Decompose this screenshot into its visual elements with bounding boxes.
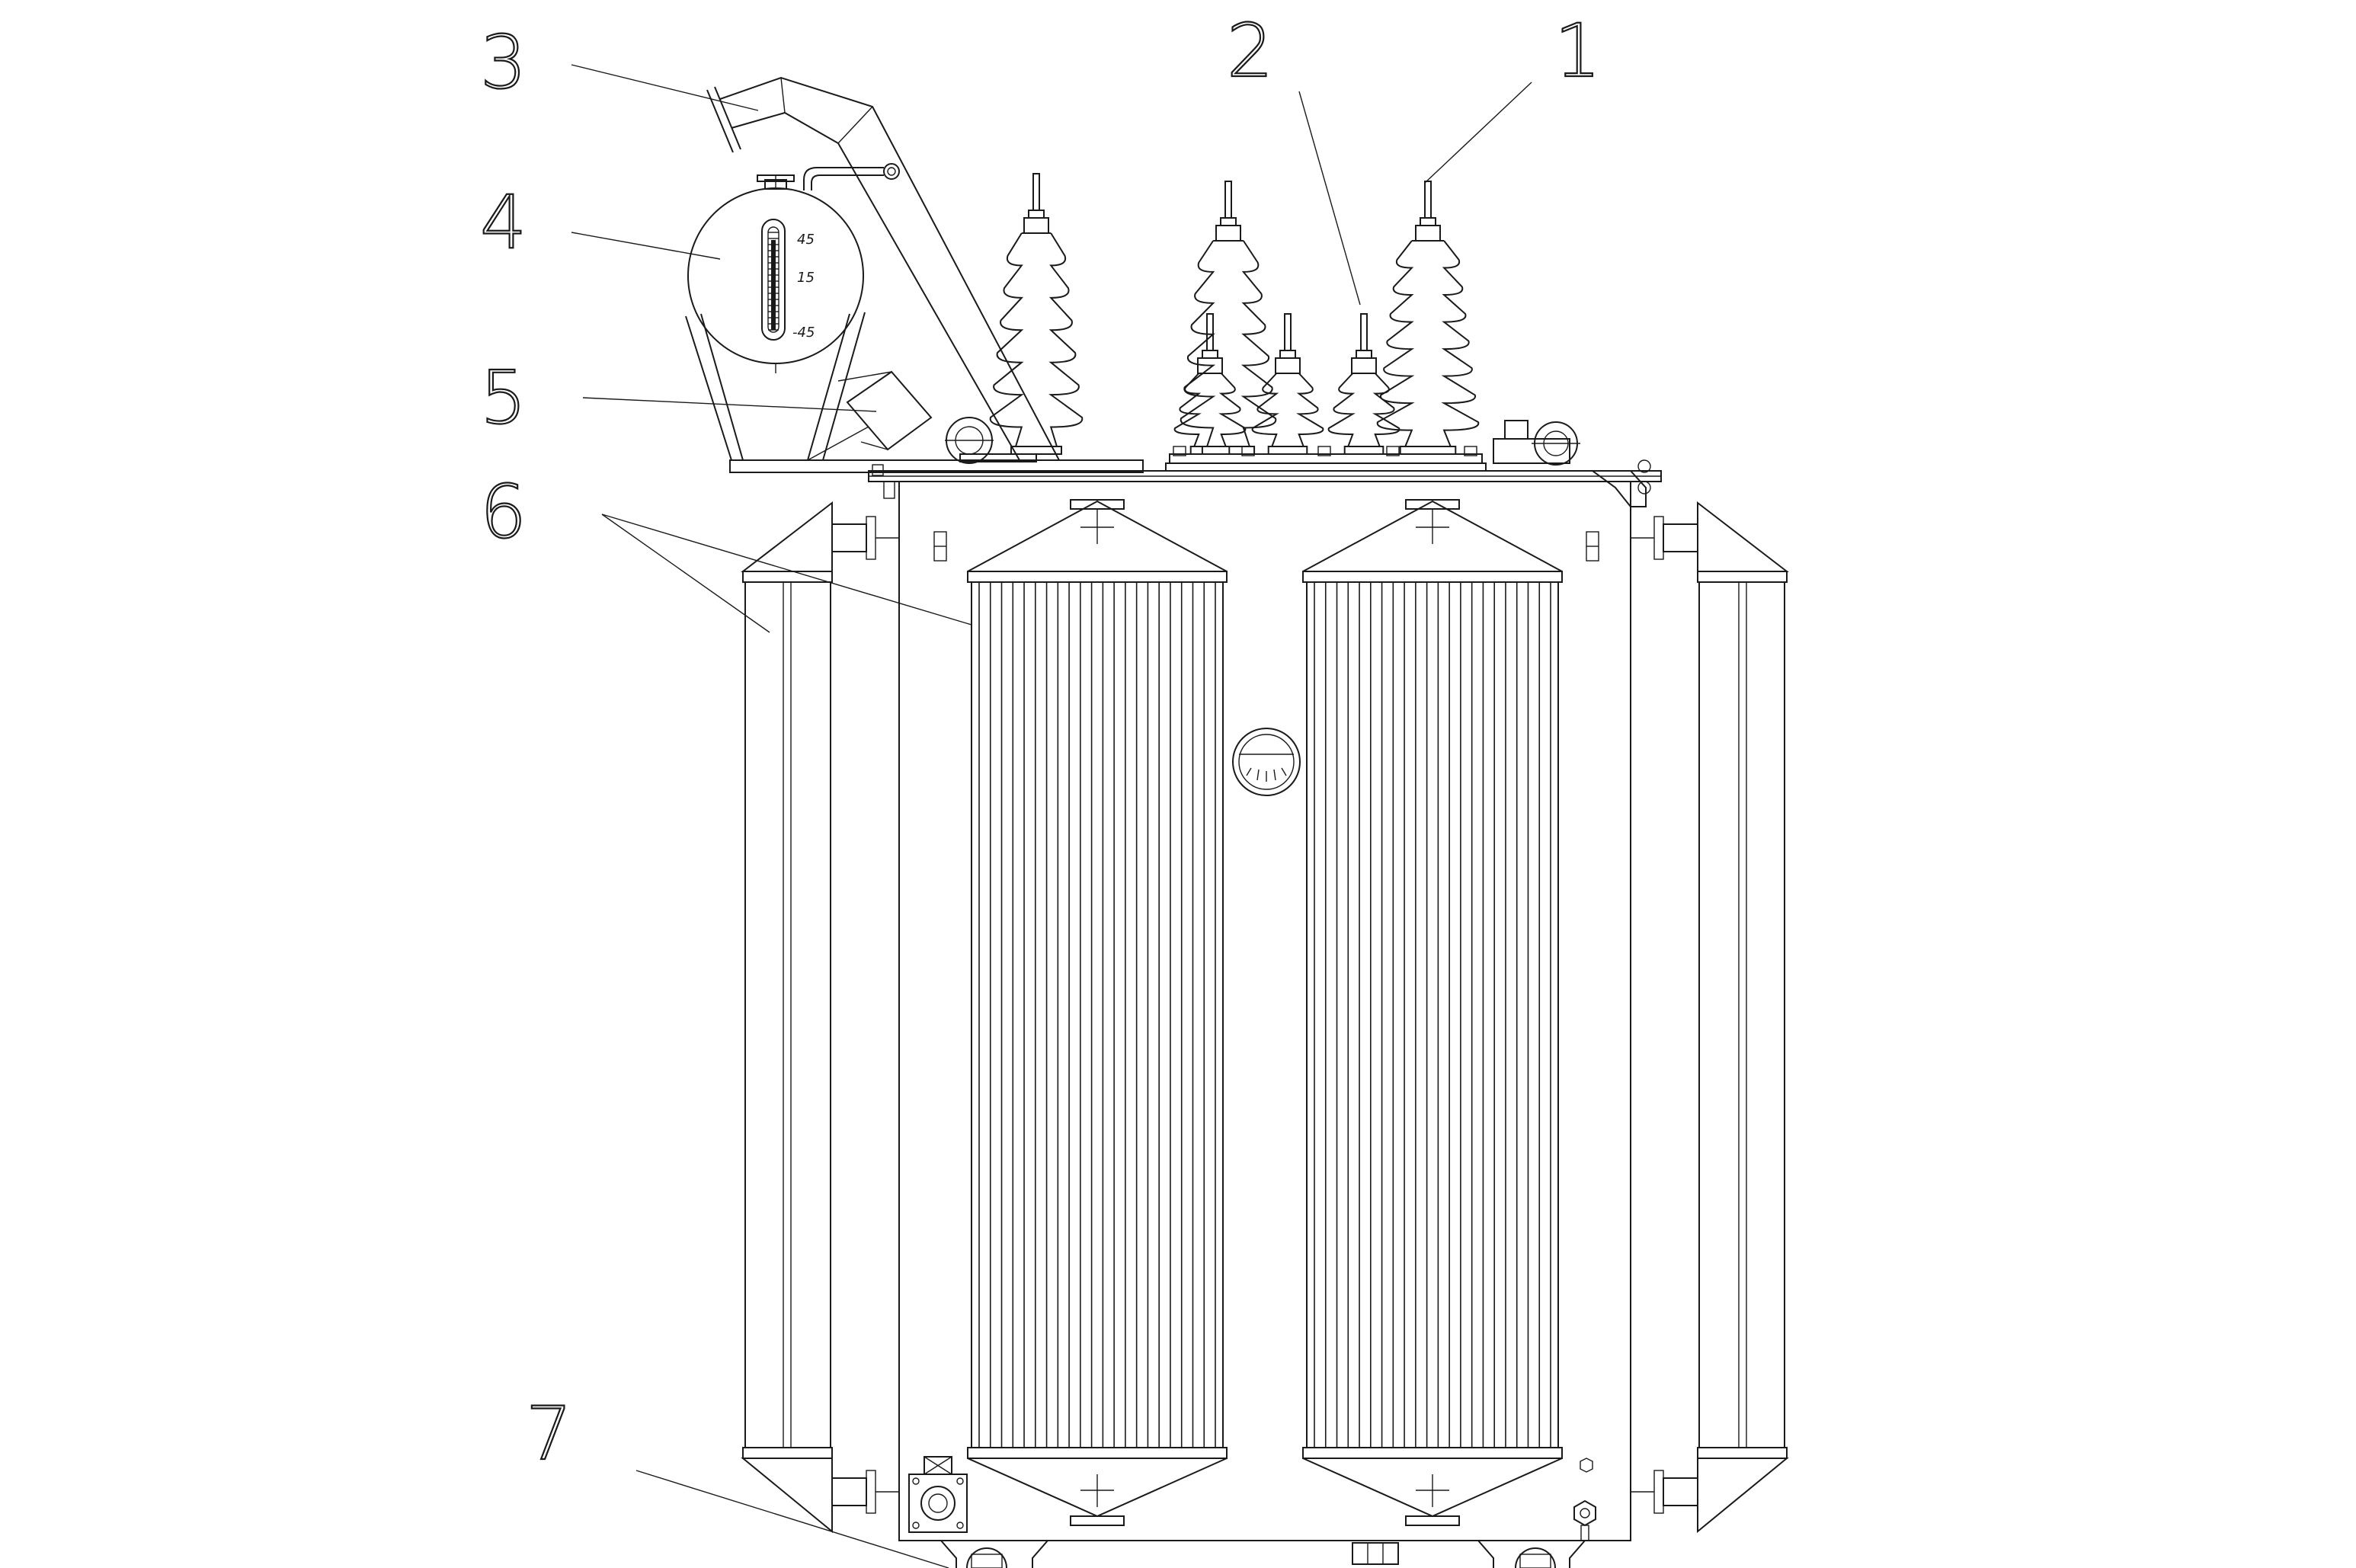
side-radiator-left (741, 501, 899, 1534)
leader-lines (571, 64, 1532, 1568)
oil-level-gauge (761, 219, 786, 341)
lv-bushings (1173, 313, 1400, 455)
callout-3: 3 (480, 20, 527, 105)
tank-body (868, 459, 1662, 1541)
callout-1: 1 (1554, 8, 1601, 94)
callout-7: 7 (526, 1391, 572, 1477)
tank-shell (898, 481, 1631, 1541)
leader-7 (635, 1470, 949, 1568)
leader-4 (571, 232, 721, 260)
callout-4: 4 (480, 180, 527, 265)
callout-5: 5 (480, 355, 527, 440)
radiator-fins-left (978, 582, 1216, 1448)
radiator-fins-right (1314, 582, 1551, 1448)
callout-6: 6 (480, 469, 527, 555)
scale-middle: 15 (797, 270, 815, 286)
grounding-bolt (1573, 1458, 1596, 1541)
bushing (1173, 313, 1247, 455)
leader-3 (571, 64, 759, 111)
bushing-base-plate (1165, 446, 1487, 472)
bushing (1251, 313, 1324, 455)
leader-2 (1298, 91, 1361, 306)
leader-6a (601, 514, 770, 633)
callout-2: 2 (1227, 8, 1273, 94)
bushing (989, 173, 1084, 455)
gas-relay (837, 370, 933, 451)
drain-valve (908, 1456, 968, 1533)
leader-6b (601, 514, 972, 626)
hv-bushings (989, 173, 1480, 455)
front-radiator-right (1302, 499, 1563, 1526)
front-radiator-left (967, 499, 1228, 1526)
bushing (1327, 313, 1400, 455)
scale-bottom: -45 (792, 325, 815, 341)
base-wheels (940, 1540, 1586, 1568)
bushing (1376, 181, 1480, 455)
bleed-valve (945, 417, 1037, 464)
tap-changer (1493, 420, 1580, 466)
dial-gauge (1232, 728, 1301, 796)
callout-labels: 1 2 3 4 5 6 7 (479, 8, 1602, 1477)
oil-conservator: 45 15 -45 (687, 163, 900, 373)
corner-bracket (1589, 470, 1647, 507)
leader-5 (582, 397, 877, 412)
scale-top: 45 (797, 232, 815, 248)
conservator-support (685, 312, 1144, 473)
side-radiator-right (1631, 501, 1789, 1534)
leader-1 (1424, 82, 1532, 184)
pressure-relief-pipe (706, 76, 1060, 461)
